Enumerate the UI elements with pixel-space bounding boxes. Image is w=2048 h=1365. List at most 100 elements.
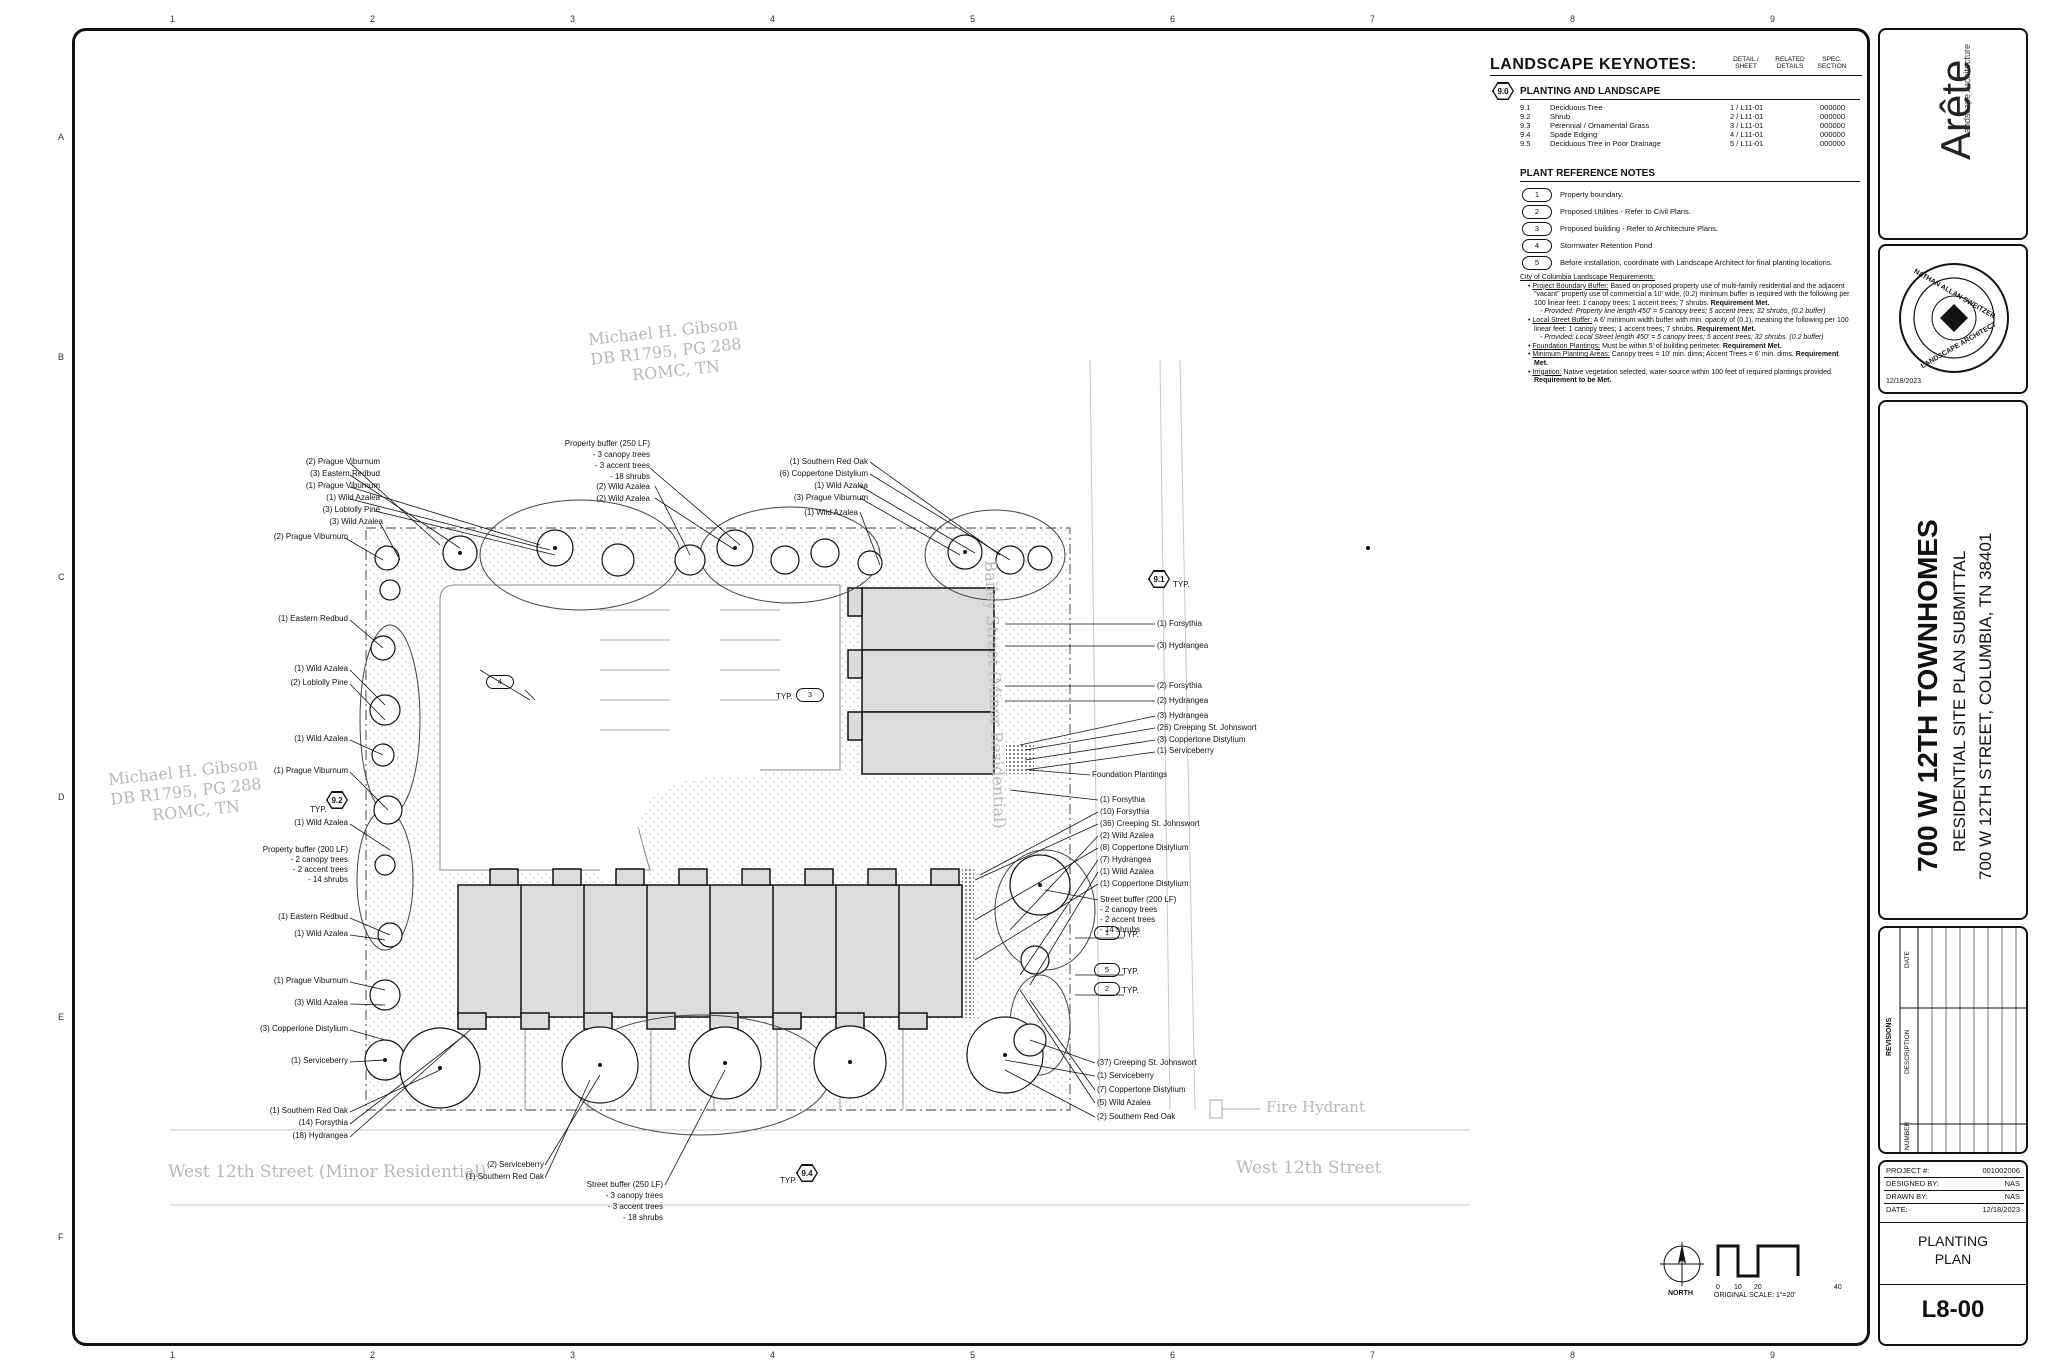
plant-label: (2) Southern Red Oak (1097, 1112, 1176, 1121)
buffer-item: - 18 shrubs (622, 1213, 663, 1222)
plant-label: (37) Creeping St. Johnswort (1097, 1058, 1197, 1067)
plant-label: (1) Wild Azalea (294, 929, 348, 938)
plant-label: (2) Serviceberry (487, 1160, 544, 1169)
info-value: NAS (2004, 1179, 2020, 1188)
plant-label: (3) Hydrangea (1157, 641, 1209, 650)
plant-label: (1) Serviceberry (291, 1056, 348, 1065)
requirement-item: • Foundation Plantings: Must be within 5… (1528, 342, 1782, 350)
requirement-status: Requirement Met. (1534, 351, 1839, 367)
info-label: DATE: (1886, 1205, 1908, 1214)
keynote-num: 9.4 (1520, 130, 1531, 139)
project-subtitle: RESIDENTIAL SITE PLAN SUBMITTAL (1950, 550, 1969, 852)
grid-col-label: 5 (970, 1350, 976, 1360)
plant-label: (2) Wild Azalea (596, 482, 650, 491)
requirement-text: Native vegetation selected, water source… (1561, 368, 1833, 376)
requirement-lead: Project Boundary Buffer: (1532, 282, 1609, 290)
street-label-east: West 12th Street (1236, 1158, 1382, 1178)
plant-label: (1) Southern Red Oak (269, 1106, 348, 1115)
keynote-badge-text: 9.2 (327, 792, 347, 808)
plant-label: (1) Prague Viburnum (273, 976, 348, 985)
plant-label: (7) Hydrangea (1100, 855, 1152, 864)
info-value: 12/18/2023 (1982, 1205, 2020, 1214)
grid-col-label: 7 (1370, 1350, 1376, 1360)
grid-col-label: 9 (1770, 1350, 1776, 1360)
keynote-9-2-marker: 9.2 (326, 791, 348, 814)
keynote-badge: 9.0 (1492, 82, 1514, 100)
project-title-panel: 700 W 12TH TOWNHOMES RESIDENTIAL SITE PL… (1878, 400, 2028, 920)
plant-label: (5) Wild Azalea (1097, 1098, 1151, 1107)
grid-col-label: 6 (1170, 14, 1176, 24)
buffer-item: - 2 accent trees (292, 865, 348, 874)
street-label-west: West 12th Street (Minor Residential) (168, 1162, 487, 1182)
keynote-sheet: 4 / L11-01 (1730, 130, 1764, 139)
info-rule (1884, 1203, 2024, 1204)
keynote-spec: 000000 (1820, 112, 1846, 121)
requirement-item: • Minimum Planting Areas: Canopy trees =… (1528, 351, 1839, 367)
section-rule (1520, 99, 1860, 100)
typ-label: TYP. (1122, 986, 1139, 995)
plant-label: (8) Coppertone Distylium (1100, 843, 1189, 852)
project-address: 700 W 12TH STREET, COLUMBIA, TN 38401 (1976, 532, 1995, 880)
info-rule (1884, 1177, 2024, 1178)
buffer-label: Street buffer (250 LF) (586, 1180, 663, 1189)
grid-col-label: 7 (1370, 14, 1376, 24)
plant-label: (1) Prague Viburnum (305, 481, 380, 490)
requirement-item: • Local Street Buffer: A 6' minimum widt… (1528, 316, 1849, 333)
note-tag-1: 1 (1094, 926, 1120, 940)
plant-label: (1) Wild Azalea (294, 818, 348, 827)
requirement-status: Requirement Met. (1720, 342, 1782, 350)
keynote-num: 9.3 (1520, 121, 1531, 130)
plant-label: (3) Eastern Redbud (310, 469, 380, 478)
typ-label: TYP. (310, 805, 327, 814)
grid-col-label: 3 (570, 1350, 576, 1360)
typ-label: TYP. (780, 1176, 797, 1185)
info-rule (1884, 1190, 2024, 1191)
typ-label: TYP. (776, 692, 793, 701)
requirement-lead: Irrigation: (1532, 368, 1562, 376)
plant-label: (2) Wild Azalea (1100, 831, 1154, 840)
grid-col-label: 2 (370, 14, 376, 24)
buffer-item: - 14 shrubs (307, 875, 348, 884)
plant-label: (1) Southern Red Oak (465, 1172, 544, 1181)
requirement-lead: Minimum Planting Areas: (1532, 351, 1610, 359)
grid-col-label: 8 (1570, 1350, 1576, 1360)
typ-label: TYP. (1122, 930, 1139, 939)
buffer-item: - 18 shrubs (609, 472, 650, 481)
sheet-info-panel: PROJECT #: 001002006 DESIGNED BY: NAS DR… (1878, 1160, 2028, 1346)
plant-label: (2) Loblolly Pine (290, 678, 348, 687)
keynote-sheet: 2 / L11-01 (1730, 112, 1764, 121)
keynote-badge: 9.4 (796, 1164, 818, 1182)
note-number: 1 (1522, 188, 1552, 202)
keynotes-section-title: PLANTING AND LANDSCAPE (1520, 86, 1661, 97)
note-number: 4 (1522, 239, 1552, 253)
keynote-badge-text: 9.0 (1493, 83, 1513, 99)
grid-col-label: 1 (170, 1350, 176, 1360)
grid-row-label: C (58, 572, 65, 582)
project-title: 700 W 12TH TOWNHOMES (1912, 519, 1943, 872)
plant-reference-notes: PLANT REFERENCE NOTES 1 Property boundar… (1520, 168, 1860, 270)
note-number: 3 (1522, 222, 1552, 236)
keynote-badge-text: 9.1 (1149, 571, 1169, 587)
plant-label: (2) Prague Viburnum (305, 457, 380, 466)
keynote-num: 9.1 (1520, 103, 1531, 112)
site-plan-drawing (170, 359, 1470, 1206)
plant-label: (1) Prague Viburnum (273, 766, 348, 775)
requirement-status: Requirement to be Met. (1534, 377, 1612, 385)
keynote-badge-text: 9.4 (797, 1165, 817, 1181)
grid-row-label: A (58, 132, 65, 142)
plant-label: (1) Forsythia (1157, 619, 1202, 628)
grid-col-label: 4 (770, 14, 776, 24)
scale-bar: 0 10 20 40 ORIGINAL SCALE: 1"=20' (1710, 1236, 1842, 1299)
grid-col-label: 5 (970, 14, 976, 24)
keynote-9-4-marker: 9.4 (796, 1164, 818, 1187)
requirement-lead: Foundation Plantings: (1532, 342, 1601, 350)
plant-label: (10) Forsythia (1100, 807, 1150, 816)
keynote-desc: Deciduous Tree (1550, 103, 1603, 112)
requirement-provided: - Provided: Local Street length 450' = 5… (1540, 334, 1824, 342)
plant-label: (1) Eastern Redbud (278, 912, 348, 921)
plant-label: (1) Southern Red Oak (789, 457, 868, 466)
keynotes-title: LANDSCAPE KEYNOTES: (1490, 56, 1697, 73)
north-arrow-icon (1660, 1242, 1704, 1286)
keynote-desc: Shrub (1550, 112, 1571, 121)
buffer-item: - 3 canopy trees (605, 1191, 663, 1200)
